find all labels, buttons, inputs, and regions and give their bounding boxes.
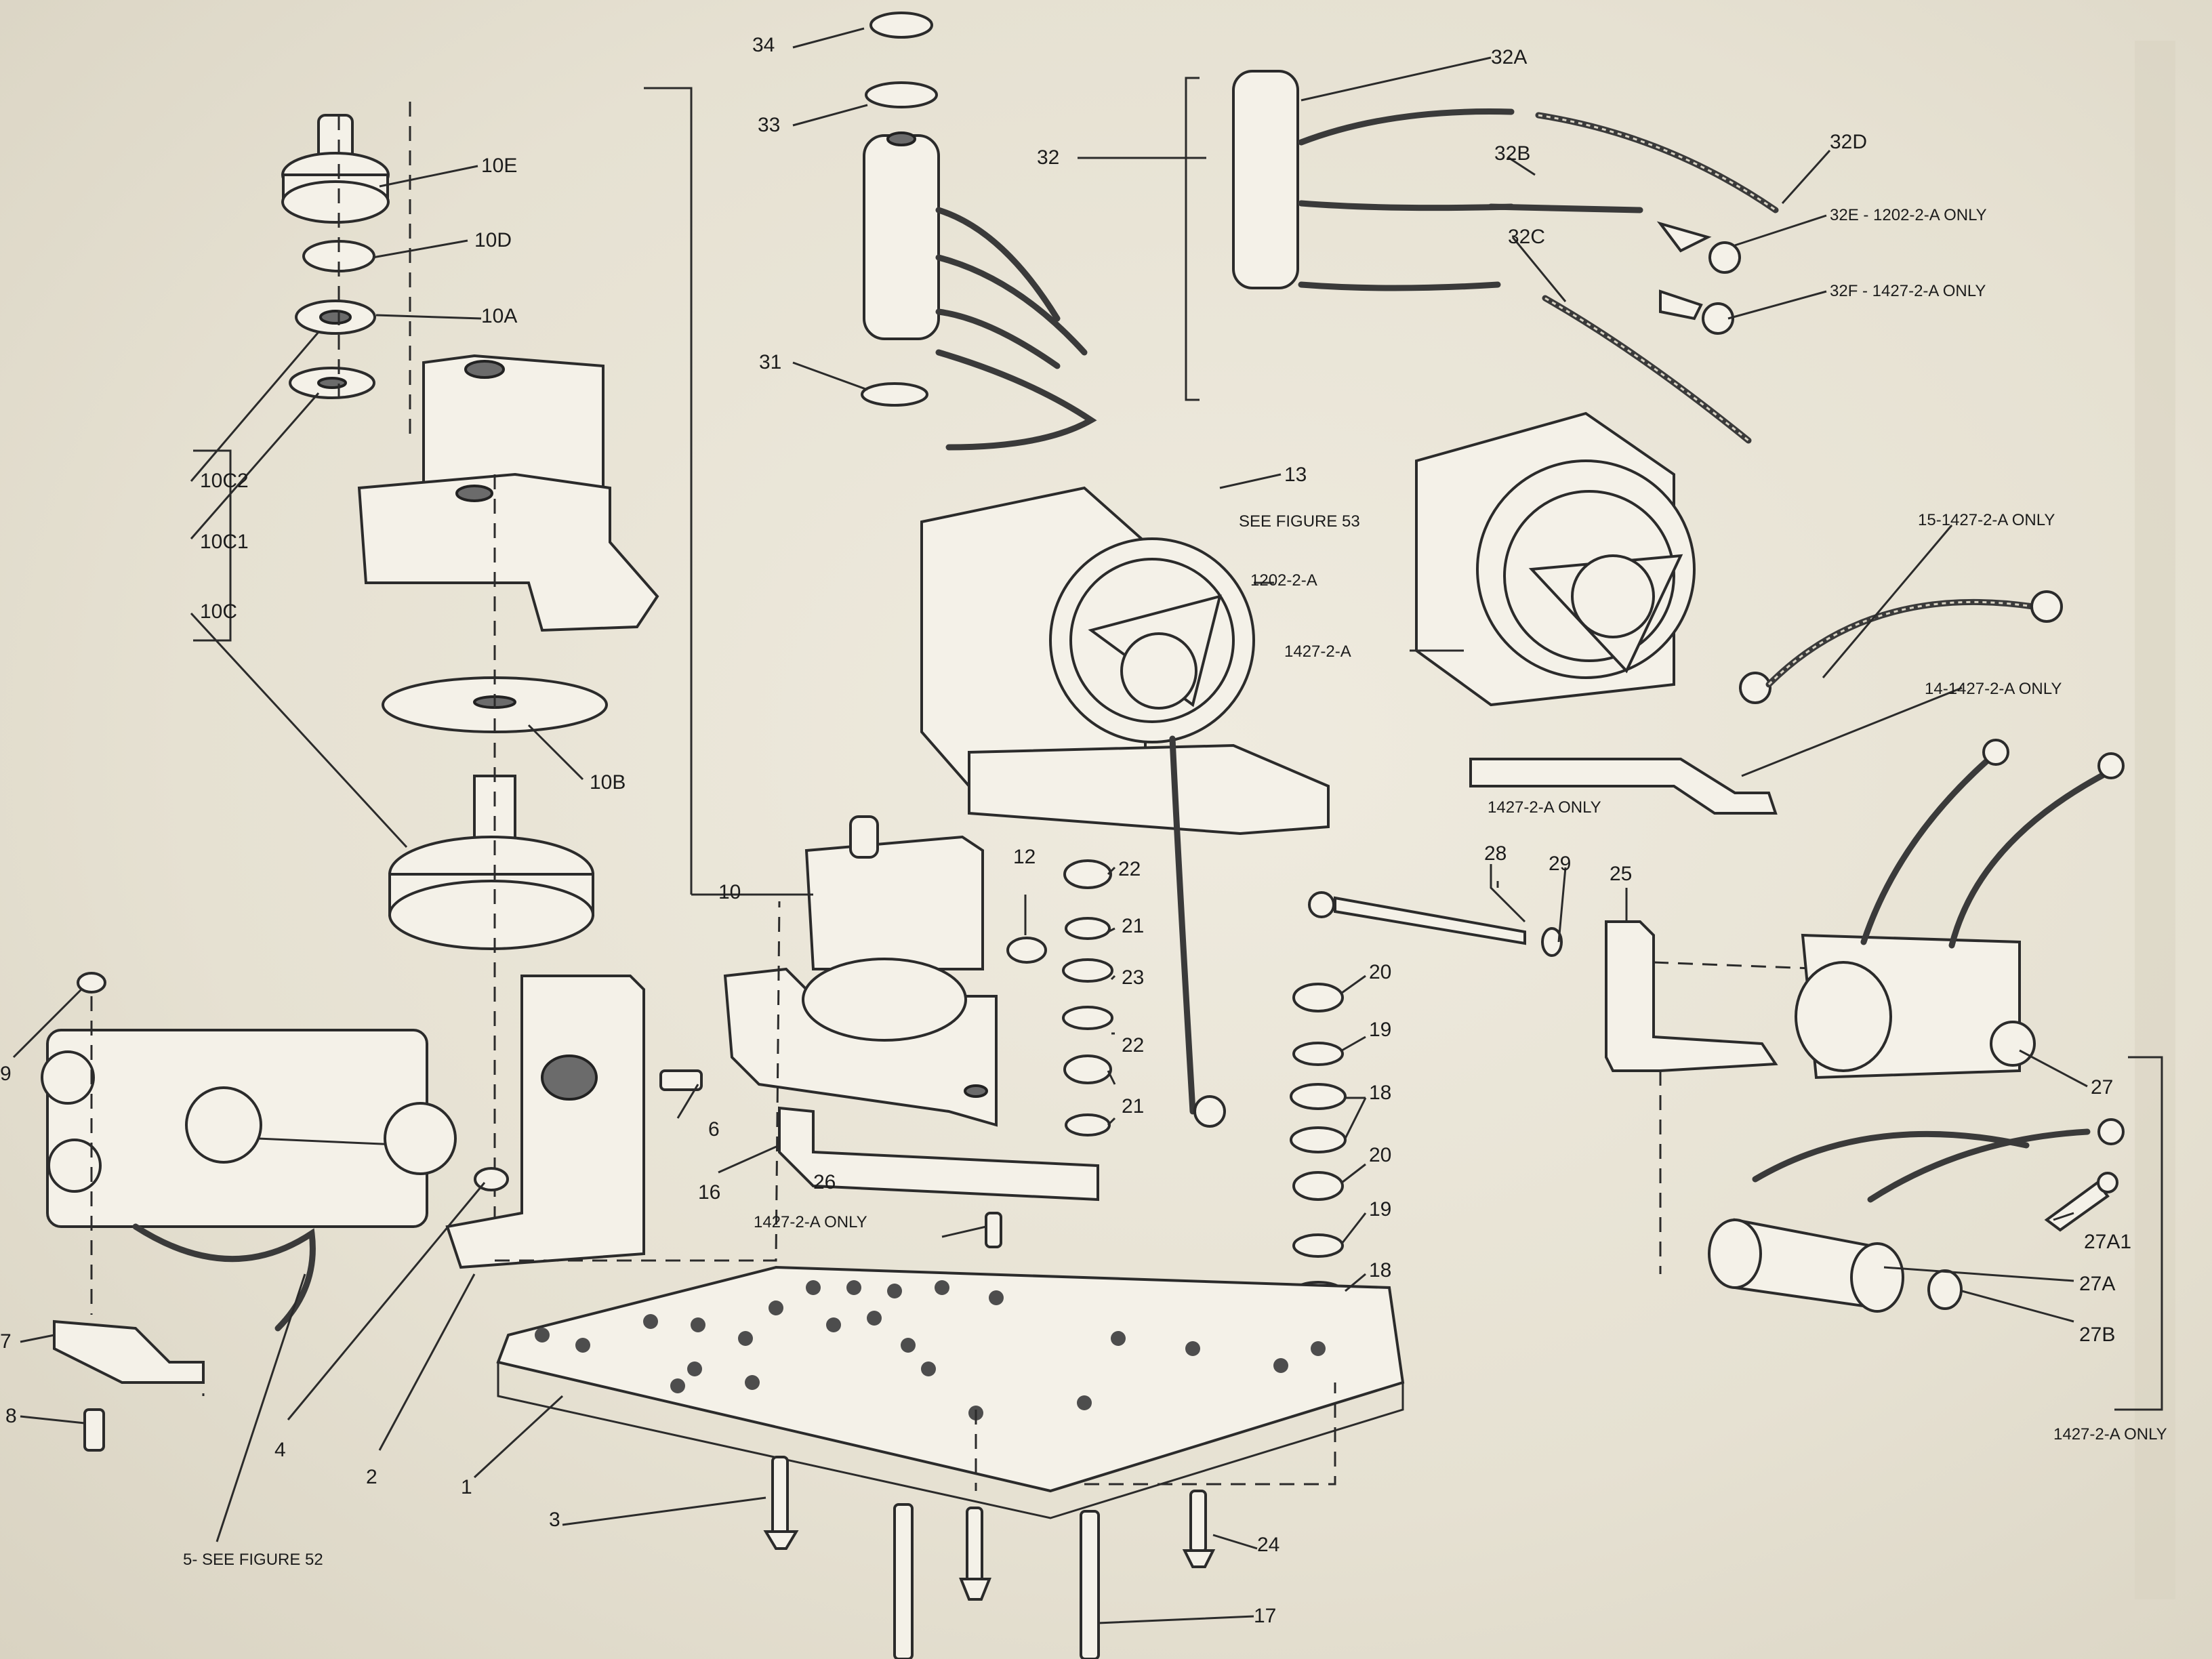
callout-20-lower: 20 [1369,1144,1392,1166]
callout-32e: 32E - 1202-2-A ONLY [1830,206,1987,224]
callout-18-lower: 18 [1369,1259,1392,1282]
washer-stack-center [1006,859,1113,1136]
callout-27b: 27B [2079,1324,2116,1346]
callout-22-upper: 22 [1118,858,1141,880]
callout-26: 26 [813,1171,836,1193]
resistor-32 [861,12,1097,451]
group-bracket-10c [193,449,232,642]
washer-stack-right [1290,983,1347,1308]
callout-6: 6 [708,1118,720,1141]
callout-19-upper: 19 [1369,1019,1392,1041]
callout-21-upper: 21 [1122,915,1145,937]
callout-1427: 1427-2-A [1284,642,1351,661]
callout-5: 5- SEE FIGURE 52 [183,1551,323,1569]
callout-13-see: SEE FIGURE 53 [1239,512,1360,531]
callout-32b: 32B [1494,142,1531,165]
leader-lines [12,27,2088,1624]
callout-26-only: 1427-2-A ONLY [754,1213,867,1231]
callout-32c: 32C [1508,226,1546,248]
assembly-axis [337,102,496,1261]
callout-1427-only-b: 1427-2-A ONLY [2053,1425,2167,1443]
callout-10e: 10E [481,155,518,177]
callout-7: 7 [0,1330,12,1353]
bracket-14 [1469,758,1778,815]
callout-17: 17 [1254,1605,1277,1627]
callout-1: 1 [461,1476,472,1498]
callout-12: 12 [1013,846,1036,868]
callout-32a: 32A [1491,46,1528,68]
callout-24: 24 [1257,1534,1280,1556]
callout-22-lower: 22 [1122,1034,1145,1057]
screw-26 [985,1212,1002,1248]
motor-5 [41,972,457,1452]
bleed-through-text [2135,41,2175,1599]
callout-21-lower: 21 [1122,1095,1145,1118]
link-16 [778,1106,1099,1202]
group-bracket-10 [644,87,745,896]
base-plate-1 [496,1265,1405,1519]
callout-1427-only: 1427-2-A ONLY [1488,798,1601,817]
callout-10a: 10A [481,305,518,327]
knob-10c [388,775,594,950]
callout-28: 28 [1484,842,1507,865]
callout-27: 27 [2091,1076,2114,1099]
axis-25 [1653,961,1830,1274]
callout-20-upper: 20 [1369,961,1392,983]
group-bracket-27 [2114,1056,2163,1411]
callout-8: 8 [5,1405,17,1427]
bracket-2 [445,975,703,1269]
callout-3: 3 [549,1509,560,1531]
bracket-25 [1605,920,1778,1072]
group-bracket-32 [1185,77,1200,401]
callout-34: 34 [752,34,775,56]
callout-27a1: 27A1 [2084,1231,2132,1253]
callout-27a: 27A [2079,1273,2116,1295]
callout-32f: 32F - 1427-2-A ONLY [1830,282,1986,300]
screw-28 [1308,891,1563,957]
callout-2: 2 [366,1466,377,1488]
callout-23: 23 [1122,966,1145,989]
screws-and-standoffs [763,1456,1216,1659]
callout-10c: 10C [200,600,238,623]
callout-33: 33 [758,114,781,136]
axis-plate [975,1382,1336,1491]
callout-13: 13 [1284,464,1307,486]
axis-10 [495,901,781,1262]
resistor-32a [1232,70,1779,444]
callout-18-upper: 18 [1369,1082,1392,1104]
motor-1427-2-a [1415,411,1696,707]
bracket-10a [357,354,659,632]
knob-assembly [281,114,390,399]
axis-5 [90,996,205,1396]
callout-15: 15-1427-2-A ONLY [1918,511,2055,529]
callout-19-lower: 19 [1369,1198,1392,1221]
callout-32: 32 [1037,146,1060,169]
callout-10: 10 [718,881,741,903]
callout-29: 29 [1549,853,1572,875]
callout-10c1: 10C1 [200,531,249,553]
callout-32d: 32D [1830,131,1868,153]
callout-14: 14-1427-2-A ONLY [1925,680,2062,698]
callout-10d: 10D [474,229,512,251]
callout-9: 9 [0,1063,12,1085]
motor-1202-2-a [920,486,1330,1128]
callout-4: 4 [274,1439,286,1461]
capacitor-assembly-27 [1795,739,2125,1080]
callout-1202: 1202-2-A [1250,571,1317,590]
ground-wire-15 [1739,590,2063,704]
callout-10b: 10B [590,771,626,794]
callout-31: 31 [759,351,782,373]
callout-16: 16 [698,1181,721,1204]
callout-10c2: 10C2 [200,470,249,492]
coil-27a [1708,1118,2125,1313]
callout-25: 25 [1610,863,1633,885]
assembly-10 [723,815,998,1127]
